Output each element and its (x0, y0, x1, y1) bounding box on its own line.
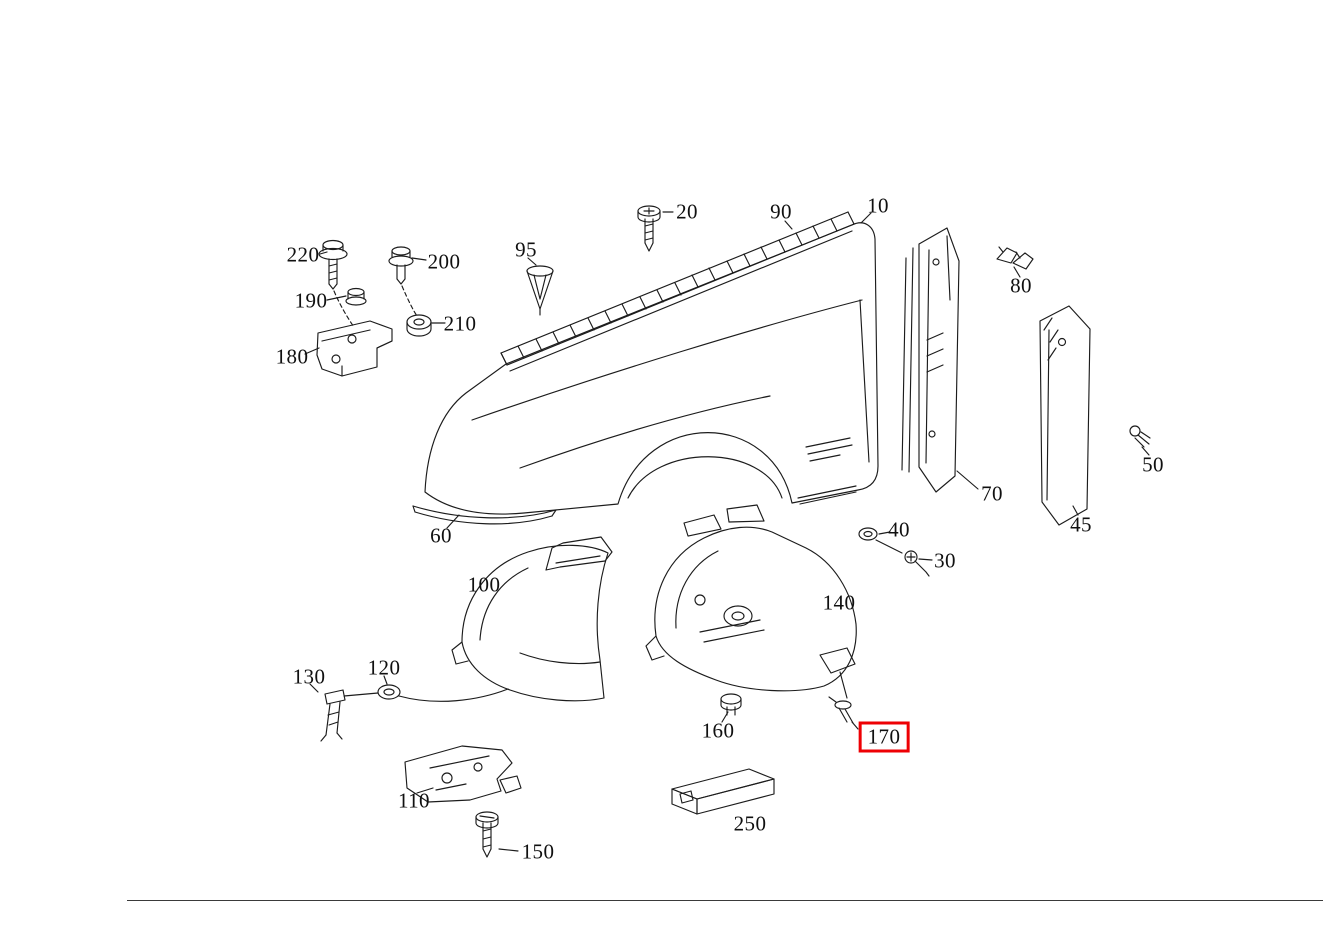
molding-strip-art (500, 211, 855, 366)
part-label-30[interactable]: 30 (934, 548, 956, 573)
rivet-95-icon (526, 257, 554, 316)
part-label-200[interactable]: 200 (427, 249, 461, 274)
bracket-110-art (404, 745, 522, 803)
fender-panel-art (424, 212, 879, 515)
screw-20-icon (637, 205, 674, 252)
bolt-160-icon (720, 693, 742, 723)
part-label-130[interactable]: 130 (292, 664, 326, 689)
part-label-70[interactable]: 70 (981, 481, 1003, 506)
box-250-art (671, 768, 775, 815)
part-label-120[interactable]: 120 (367, 655, 401, 680)
part-label-220[interactable]: 220 (286, 242, 320, 267)
part-label-10[interactable]: 10 (867, 193, 889, 218)
stud-190-icon (326, 287, 367, 306)
clip-50-icon (1129, 425, 1151, 456)
part-label-100[interactable]: 100 (467, 572, 501, 597)
part-label-170-highlighted[interactable]: 170 (858, 721, 910, 753)
part-label-50[interactable]: 50 (1142, 452, 1164, 477)
sill-strip-60-art (412, 505, 557, 529)
part-label-60[interactable]: 60 (430, 523, 452, 548)
part-label-210[interactable]: 210 (443, 311, 477, 336)
screw-150-icon (475, 811, 519, 858)
part-label-45[interactable]: 45 (1070, 512, 1092, 537)
pillar-70-art (901, 227, 979, 493)
grommet-40-icon (858, 527, 903, 554)
part-label-150[interactable]: 150 (521, 839, 555, 864)
part-label-90[interactable]: 90 (770, 199, 792, 224)
wheelhouse-liner-140-art (645, 504, 857, 699)
part-label-180[interactable]: 180 (275, 344, 309, 369)
nut-210-icon (406, 314, 446, 337)
clip-170-icon (828, 696, 859, 730)
part-label-40[interactable]: 40 (888, 517, 910, 542)
bolt-220-icon (318, 239, 355, 328)
part-label-160[interactable]: 160 (701, 718, 735, 743)
footer-divider (127, 900, 1323, 901)
part-label-20[interactable]: 20 (676, 199, 698, 224)
clip-130-icon (309, 683, 346, 742)
bracket-180-art (304, 320, 393, 377)
screw-30-icon (904, 550, 933, 577)
wheelhouse-liner-100-art (451, 536, 613, 702)
clips-80-icon (996, 246, 1034, 278)
part-label-190[interactable]: 190 (294, 288, 328, 313)
grommet-120-icon (343, 675, 509, 702)
part-label-80[interactable]: 80 (1010, 273, 1032, 298)
panel-45-art (1039, 305, 1091, 526)
part-label-140[interactable]: 140 (822, 590, 856, 615)
bolt-200-icon (388, 246, 427, 317)
part-label-110[interactable]: 110 (398, 788, 430, 813)
part-label-250[interactable]: 250 (733, 811, 767, 836)
part-label-95[interactable]: 95 (515, 237, 537, 262)
